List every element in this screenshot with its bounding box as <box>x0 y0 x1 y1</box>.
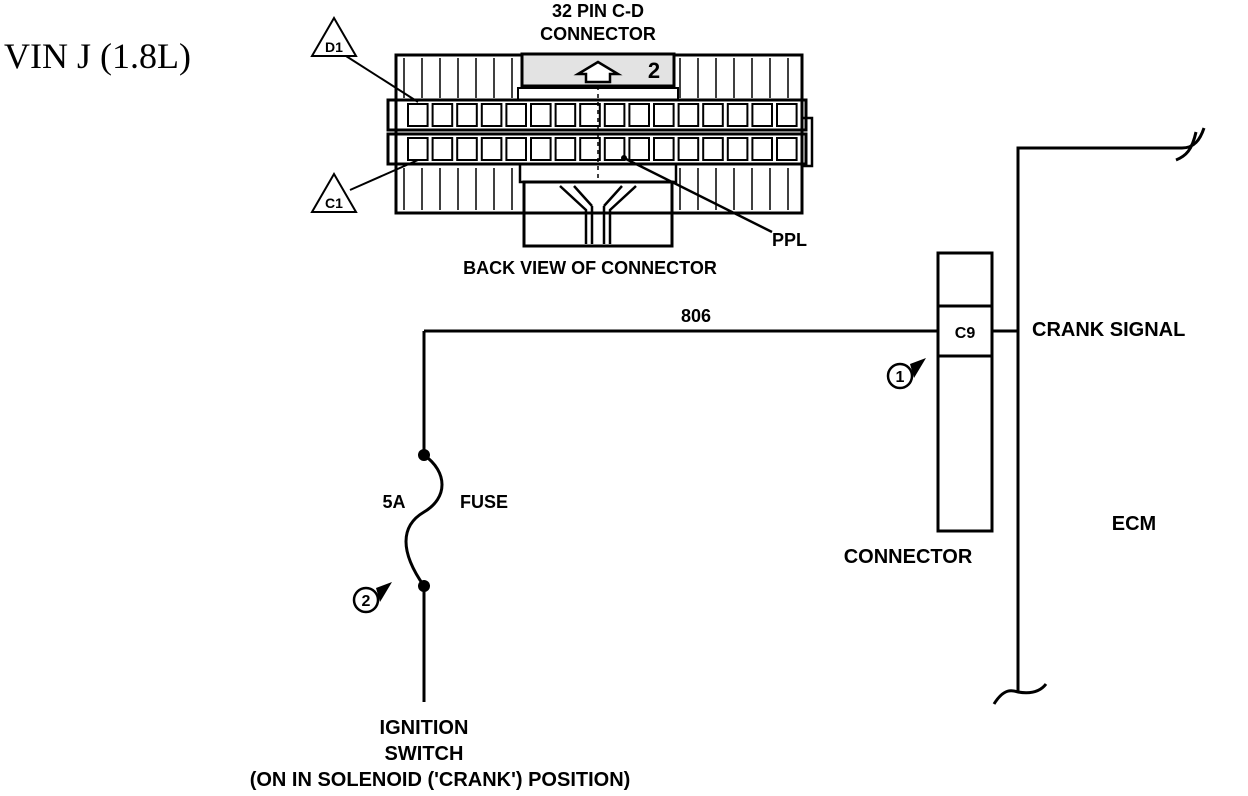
crank-signal-label: CRANK SIGNAL <box>1032 319 1185 341</box>
pin-cell <box>579 137 601 161</box>
back-view-caption: BACK VIEW OF CONNECTOR <box>463 258 717 278</box>
pin-cell <box>554 103 577 127</box>
fuse-element <box>404 453 444 587</box>
pin-marker-c1-label: C1 <box>325 195 343 211</box>
d1-leader <box>345 55 419 103</box>
connector-label: CONNECTOR <box>844 546 973 568</box>
pin-c9-label: C9 <box>955 325 976 342</box>
pin-cell <box>677 103 700 127</box>
ignition-line1: IGNITION <box>380 717 469 739</box>
callout-2-circle <box>352 586 380 614</box>
ecm-boundary <box>1016 127 1206 692</box>
circuit-806: 806 5A FUSE 2 <box>352 306 938 702</box>
callout-1-pointer <box>910 358 926 378</box>
pin-cell <box>776 103 798 127</box>
ecm-module: CRANK SIGNAL ECM <box>992 127 1206 705</box>
ecm-break-mark-bottom <box>992 683 1048 705</box>
ignition-line3: (ON IN SOLENOID ('CRANK') POSITION) <box>250 769 631 791</box>
pin-cell <box>628 103 651 127</box>
pin-cell <box>726 103 749 127</box>
pin-marker-d1-label: D1 <box>325 39 343 55</box>
fuse-rating: 5A <box>382 492 405 512</box>
callout-2-pointer <box>376 582 392 602</box>
pin-cell <box>579 103 601 127</box>
connector-back-view: 32 PIN C-D CONNECTOR 2 D1 C1 PPL <box>310 1 814 278</box>
pin-cell <box>751 137 774 161</box>
pin-cell <box>431 103 454 127</box>
pin-cell <box>456 103 478 127</box>
circuit-number: 806 <box>681 306 711 326</box>
ecm-break-mark-top <box>1175 131 1198 162</box>
c1-leader <box>349 159 419 191</box>
pin-cell <box>628 137 651 161</box>
pin-marker-d1 <box>310 16 358 57</box>
pin-cell <box>702 137 724 161</box>
pin-cells <box>407 103 798 161</box>
pin-cell <box>480 103 503 127</box>
pin-cell <box>702 103 724 127</box>
ignition-switch-label: IGNITION SWITCH (ON IN SOLENOID ('CRANK'… <box>250 717 631 791</box>
upper-cavity-grid <box>403 58 789 210</box>
ppl-pin-dot <box>621 155 627 161</box>
pin-cell <box>603 137 626 161</box>
pin-cell <box>407 103 429 127</box>
ecm-connector-body <box>936 251 994 533</box>
callout-1-circle <box>886 362 914 390</box>
pin-cell <box>407 137 429 161</box>
pin-cell <box>653 103 675 127</box>
pin-cell <box>505 137 527 161</box>
pin-cell <box>603 103 626 127</box>
pin-cell <box>431 137 454 161</box>
callout-1-label: 1 <box>896 369 905 386</box>
diagram-title: VIN J (1.8L) <box>4 36 191 76</box>
pin-cell <box>505 103 527 127</box>
pin-cell <box>554 137 577 161</box>
ecm-label: ECM <box>1112 513 1156 535</box>
callout-2-label: 2 <box>362 593 371 610</box>
harness-wires <box>559 185 637 244</box>
pin-cell <box>530 137 552 161</box>
connector-header-line2: CONNECTOR <box>540 24 656 44</box>
fuse-label: FUSE <box>460 492 508 512</box>
slot-number: 2 <box>648 58 660 83</box>
pin-cell <box>677 137 700 161</box>
pin-cell <box>480 137 503 161</box>
connector-header-line1: 32 PIN C-D <box>552 1 644 21</box>
pin-cell <box>456 137 478 161</box>
pin-cell <box>776 137 798 161</box>
ecm-connector: C9 CONNECTOR 1 <box>844 251 994 568</box>
pin-cell <box>653 137 675 161</box>
pin-cell <box>751 103 774 127</box>
ppl-leader <box>623 156 773 234</box>
wire-color-label: PPL <box>772 230 807 250</box>
arrow-up-icon <box>573 60 623 84</box>
ignition-line2: SWITCH <box>385 743 464 765</box>
pin-cell <box>530 103 552 127</box>
pin-cell <box>726 137 749 161</box>
wire-harness-boot <box>522 180 674 248</box>
pin-marker-c1 <box>310 172 358 213</box>
